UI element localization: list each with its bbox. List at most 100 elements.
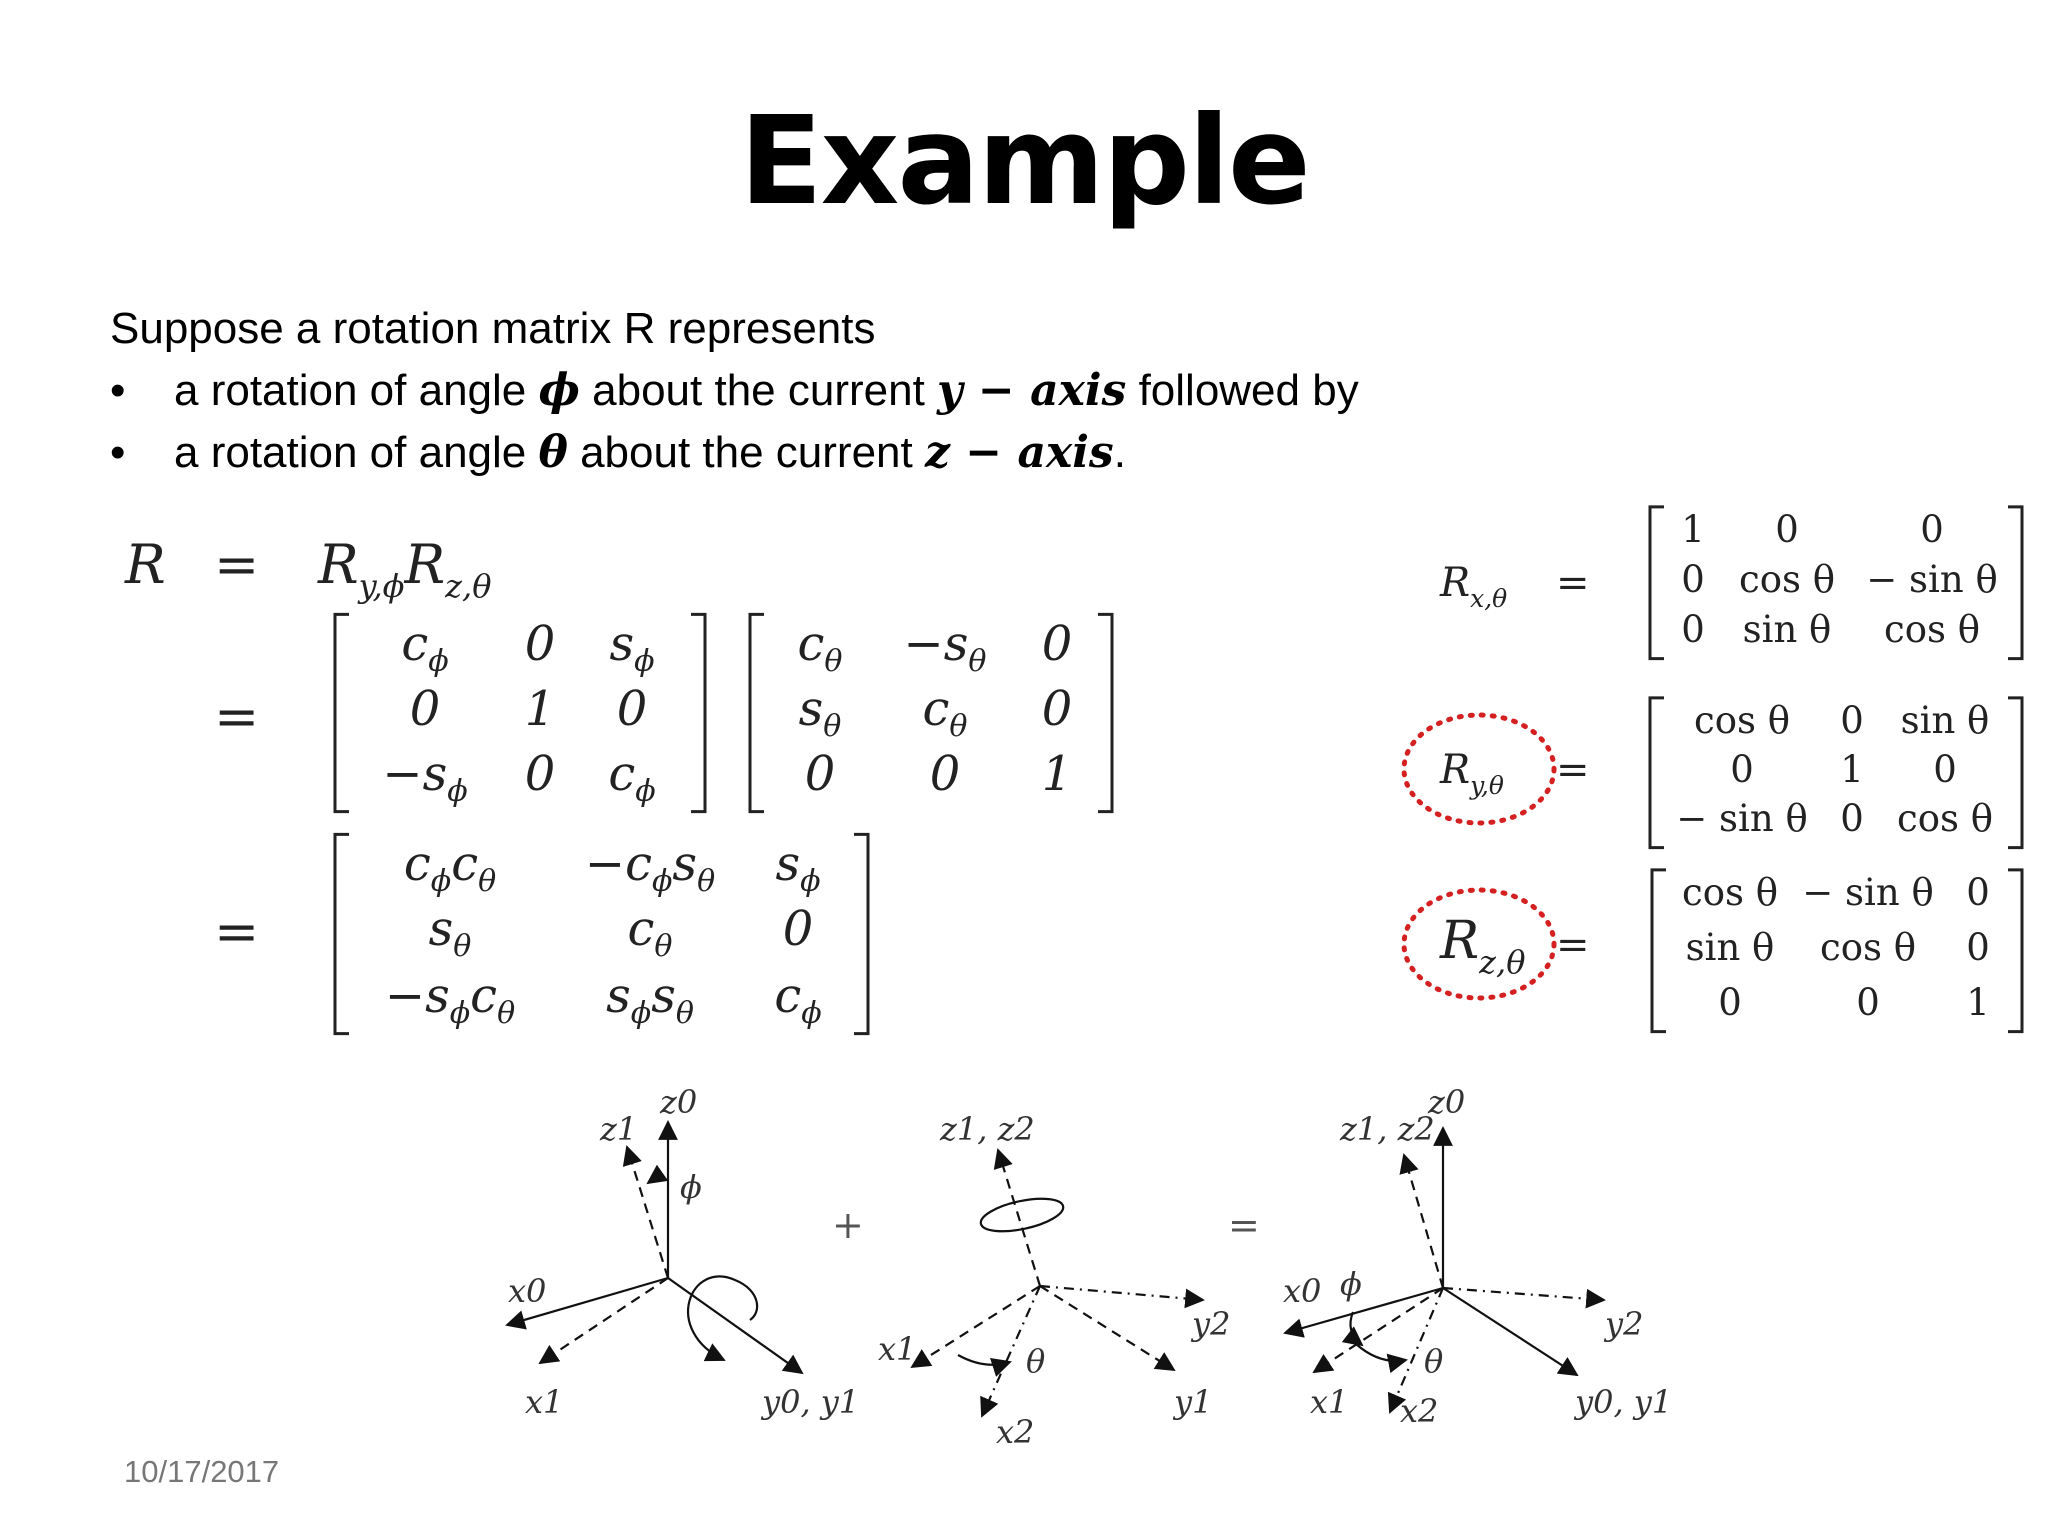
matrix-entry: sin θ [1743, 608, 1832, 651]
matrix-entry: 0 [1933, 748, 1957, 791]
plus-operator: + [832, 1203, 864, 1247]
matrix-entry: cos θ [1820, 926, 1916, 969]
matrix-entry: sθ [799, 681, 842, 744]
matrix-entry: 0 [1681, 558, 1705, 601]
matrix-entry: sϕsθ [606, 968, 694, 1031]
matrix-entry: − sin θ [1866, 558, 1997, 601]
product-expression: Ry,ϕRz,θ [317, 533, 491, 605]
label-z1: z1 [599, 1110, 637, 1148]
matrix-entry: sin θ [1686, 926, 1775, 969]
label-x2: x2 [1400, 1392, 1438, 1430]
matrix-right-bracket [2008, 505, 2024, 661]
matrix-left-bracket [333, 612, 349, 814]
matrix-entry: sθ [429, 901, 472, 964]
matrix-entry: 0 [410, 681, 441, 737]
matrix-entry: cos θ [1897, 797, 1993, 840]
matrix-entry: 0 [1681, 608, 1705, 651]
matrix-right-bracket [854, 832, 870, 1036]
matrix-entry: cϕ [774, 968, 821, 1031]
label-y0-y1: y0, y1 [1573, 1383, 1672, 1421]
matrix-entry: 0 [1920, 508, 1944, 551]
angle-symbol: ϕ [538, 365, 580, 416]
intro-text: Suppose a rotation matrix R represents [110, 304, 876, 353]
axis-name: y − axis [937, 365, 1127, 416]
matrix-entry: 0 [1840, 797, 1864, 840]
matrix-entry: −sϕ [382, 746, 467, 809]
matrix-right-bracket [2008, 868, 2024, 1034]
matrix-entry: 0 [1042, 681, 1073, 737]
matrix-entry: 0 [525, 616, 556, 672]
label-y2: y2 [1603, 1305, 1643, 1343]
matrix-left-bracket [1650, 868, 1666, 1034]
matrix-left-bracket [1648, 696, 1664, 850]
slide-date: 10/17/2017 [124, 1454, 280, 1489]
matrix-left-bracket [748, 612, 764, 814]
matrix-entry: 0 [1966, 871, 1990, 914]
matrix-entry: cθ [798, 616, 843, 679]
label-z1-z2: z1, z2 [939, 1110, 1035, 1148]
matrix-entry: cθ [628, 901, 673, 964]
matrix-entry: cθ [923, 681, 968, 744]
diagram-frame-initial [505, 1120, 804, 1375]
matrix-entry: 0 [1042, 616, 1073, 672]
matrix-left-bracket [333, 832, 349, 1036]
matrix-entry: − sin θ [1802, 871, 1933, 914]
equals-operator: = [1228, 1203, 1260, 1247]
equals-sign: = [1556, 922, 1590, 968]
label-x0: x0 [508, 1272, 546, 1310]
matrix-right-bracket [1098, 612, 1114, 814]
label-z1-z2: z1, z2 [1339, 1110, 1435, 1148]
matrix-entry: 1 [1966, 981, 1990, 1024]
rotation-label: Ry,θ [1439, 747, 1504, 800]
lhs-symbol: R [124, 533, 166, 596]
bullet-dot: • [110, 428, 126, 477]
rotation-label: Rx,θ [1439, 560, 1507, 613]
label-y1: y1 [1172, 1383, 1212, 1421]
matrix-entry: 0 [805, 746, 836, 802]
label-y2: y2 [1190, 1305, 1230, 1343]
label-x2: x2 [996, 1413, 1034, 1451]
label-z0: z0 [659, 1083, 697, 1121]
matrix-right-bracket [691, 612, 707, 814]
matrix-entry: 0 [783, 901, 814, 957]
matrix-entry: 1 [1681, 508, 1705, 551]
matrix-entry: 1 [1042, 746, 1073, 802]
label-x1: x1 [1310, 1383, 1348, 1421]
matrix-entry: 0 [1718, 981, 1742, 1024]
matrix-entry: cϕ [608, 746, 655, 809]
matrix-entry: 1 [525, 681, 556, 737]
matrix-entry: cos θ [1884, 608, 1980, 651]
equals-sign: = [1556, 560, 1590, 606]
highlight-circle [1401, 887, 1557, 1001]
matrix-entry: sϕ [775, 836, 820, 899]
matrix-entry: cϕ [401, 616, 448, 679]
matrix-entry: cos θ [1739, 558, 1835, 601]
equals-sign: = [1556, 747, 1590, 793]
axis-name: z − axis [924, 427, 1114, 478]
bullet-text: a rotation of angle θ about the current … [174, 427, 1126, 478]
bullet-dot: • [110, 366, 126, 415]
rotation-label: Rz,θ [1439, 911, 1525, 981]
diagram-frame-composite [1283, 1126, 1606, 1414]
diagram-frame-z-rotation [910, 1148, 1205, 1418]
matrix-entry: 0 [617, 681, 648, 737]
label-y0-y1: y0, y1 [760, 1383, 859, 1421]
label-theta: θ [1026, 1342, 1045, 1380]
angle-symbol: θ [538, 427, 568, 478]
matrix-entry: −cϕsθ [585, 836, 715, 899]
label-phi: ϕ [1340, 1265, 1362, 1303]
matrix-entry: 0 [1840, 699, 1864, 742]
equals-sign: = [214, 685, 259, 748]
matrix-right-bracket [2008, 696, 2024, 850]
matrix-entry: cos θ [1682, 871, 1778, 914]
equals-sign: = [214, 900, 259, 963]
